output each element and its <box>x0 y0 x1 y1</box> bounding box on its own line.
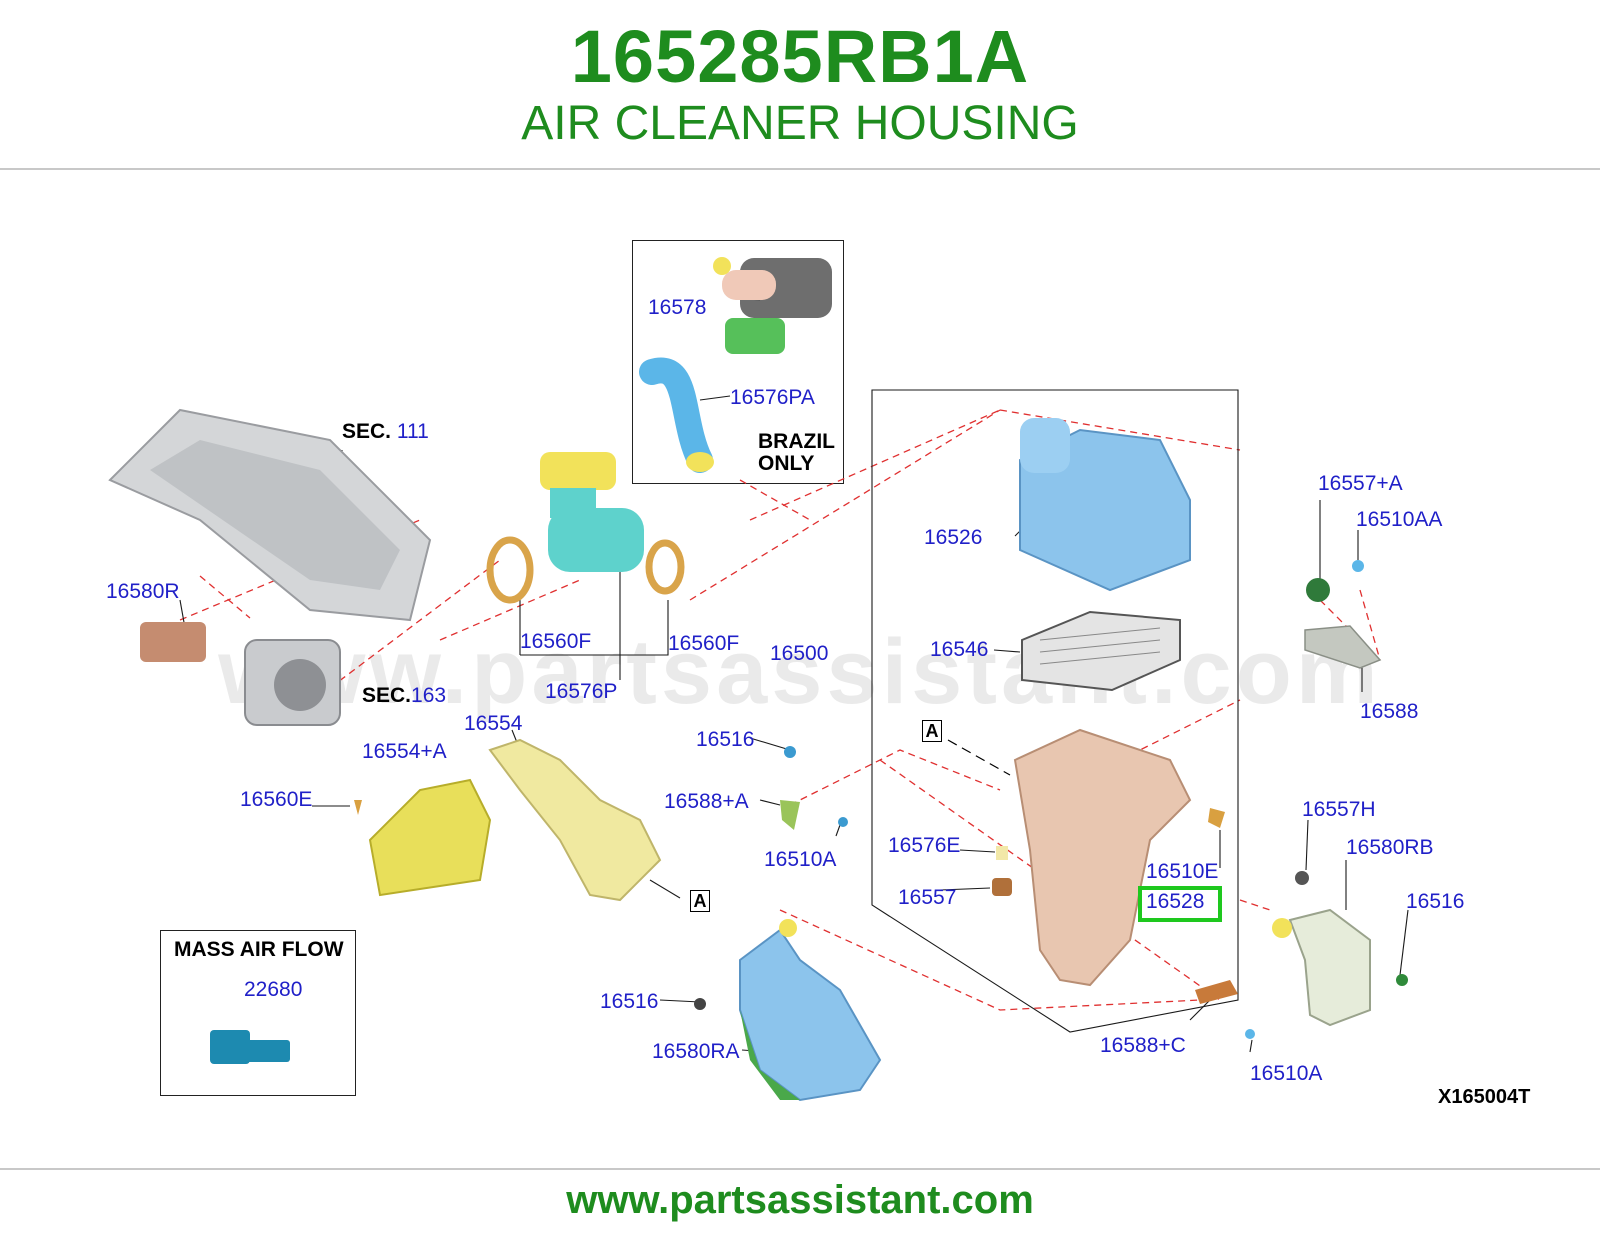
grommet-16557H-shape <box>1295 871 1309 885</box>
callout-16510AA[interactable]: 16510AA <box>1356 508 1443 531</box>
diagram-code: X165004T <box>1438 1086 1531 1108</box>
marker-a-lower: A <box>690 890 710 912</box>
highlighted-part-box[interactable] <box>1138 886 1222 922</box>
black-dashed-guide <box>947 739 1011 776</box>
bracket-16588-shape <box>1304 625 1382 669</box>
header-divider <box>0 168 1600 170</box>
callout-16516-right[interactable]: 16516 <box>1406 890 1465 913</box>
part-title: AIR CLEANER HOUSING <box>521 97 1079 150</box>
bolt-16510A-mid-shape <box>838 817 848 827</box>
callout-16588[interactable]: 16588 <box>1360 700 1419 723</box>
marker-a-upper: A <box>922 720 942 742</box>
footer-url[interactable]: www.partsassistant.com <box>566 1178 1034 1222</box>
callout-16557A[interactable]: 16557+A <box>1318 472 1403 495</box>
pin-16576E-shape <box>996 846 1008 860</box>
section-ref-111[interactable]: SEC. 111 <box>342 420 429 444</box>
leader-lines <box>179 297 1409 1053</box>
callout-16580RA[interactable]: 16580RA <box>652 1040 740 1063</box>
callout-16578[interactable]: 16578 <box>648 296 707 319</box>
section-ref-111-key: SEC. <box>342 420 392 443</box>
bolt-16510A-bottom-shape <box>1245 1029 1255 1039</box>
callout-16516-mid[interactable]: 16516 <box>696 728 755 751</box>
sensor-16580R-shape <box>140 622 206 662</box>
hose-16576PA-shape <box>639 357 714 473</box>
callout-16526[interactable]: 16526 <box>924 526 983 549</box>
inlet-duct-16576P-shape <box>540 452 644 572</box>
section-ref-163-key: SEC. <box>362 684 412 707</box>
callout-16500[interactable]: 16500 <box>770 642 829 665</box>
section-ref-163[interactable]: SEC.163 <box>362 684 446 708</box>
head-cover-shape <box>108 408 432 622</box>
callout-16510A-bottom[interactable]: 16510A <box>1250 1062 1323 1085</box>
cover-16526-shape <box>1019 418 1191 592</box>
clamp-16560F-left-shape <box>486 536 534 604</box>
callout-16580R[interactable]: 16580R <box>106 580 180 603</box>
grommet-16557-shape <box>992 878 1012 896</box>
bracket-16588A-shape <box>780 800 800 830</box>
callout-16510E[interactable]: 16510E <box>1146 860 1219 883</box>
callout-16588A[interactable]: 16588+A <box>664 790 749 813</box>
bolt-16516-bottom-shape <box>694 998 706 1010</box>
clamp-16560F-right-shape <box>645 539 685 595</box>
callout-16516-bottom[interactable]: 16516 <box>600 990 659 1013</box>
callout-16560F-left[interactable]: 16560F <box>520 630 592 653</box>
bracket-16588C-shape <box>1195 980 1238 1004</box>
callout-16510A-mid[interactable]: 16510A <box>764 848 837 871</box>
case-16528-shape <box>1013 728 1192 987</box>
duct-16580RA-shape <box>739 919 882 1102</box>
maf-inset-frame <box>160 930 356 1096</box>
part-number: 165285RB1A <box>570 15 1030 98</box>
mount-16557A-shape <box>1306 578 1330 602</box>
callout-16576P[interactable]: 16576P <box>545 680 618 703</box>
throttle-body-shape <box>244 639 341 726</box>
callout-16560F-right[interactable]: 16560F <box>668 632 740 655</box>
callout-16557[interactable]: 16557 <box>898 886 957 909</box>
callout-16576PA[interactable]: 16576PA <box>730 386 815 409</box>
maf-inset-title: MASS AIR FLOW <box>174 938 344 961</box>
watermark: www.partsassistant.com <box>218 621 1382 723</box>
filter-16546-shape <box>1021 610 1181 692</box>
section-ref-163-value: 163 <box>411 684 447 707</box>
callout-16588C[interactable]: 16588+C <box>1100 1034 1186 1057</box>
brazil-inset-frame <box>632 240 844 484</box>
callout-16528[interactable]: 16528 <box>1146 890 1205 913</box>
callout-22680[interactable]: 22680 <box>244 978 303 1001</box>
callout-16576E[interactable]: 16576E <box>888 834 961 857</box>
bolt-16510AA-shape <box>1352 560 1364 572</box>
callout-16554A[interactable]: 16554+A <box>362 740 447 763</box>
clip-16510E-shape <box>1208 808 1225 828</box>
callout-16546[interactable]: 16546 <box>930 638 989 661</box>
duct-16578-shape <box>713 257 832 354</box>
bolt-16516-right-shape <box>1396 974 1408 986</box>
brazil-note-line2: ONLY <box>758 452 815 475</box>
callout-16560E[interactable]: 16560E <box>240 788 313 811</box>
callout-16580RB[interactable]: 16580RB <box>1346 836 1434 859</box>
brazil-note-line1: BRAZIL <box>758 430 835 453</box>
bolt-16516-mid-shape <box>784 746 796 758</box>
section-ref-111-value: 111 <box>396 420 429 443</box>
callout-16557H[interactable]: 16557H <box>1302 798 1376 821</box>
duct-16554-shape <box>488 738 662 902</box>
maf-sensor-22680-shape <box>210 1030 290 1064</box>
resonator-16580RB-shape <box>1272 908 1371 1027</box>
resonator-16554A-shape <box>368 778 492 897</box>
callout-16554[interactable]: 16554 <box>464 712 523 735</box>
footer-divider <box>0 1168 1600 1170</box>
grommet-16560E-shape <box>354 800 362 815</box>
